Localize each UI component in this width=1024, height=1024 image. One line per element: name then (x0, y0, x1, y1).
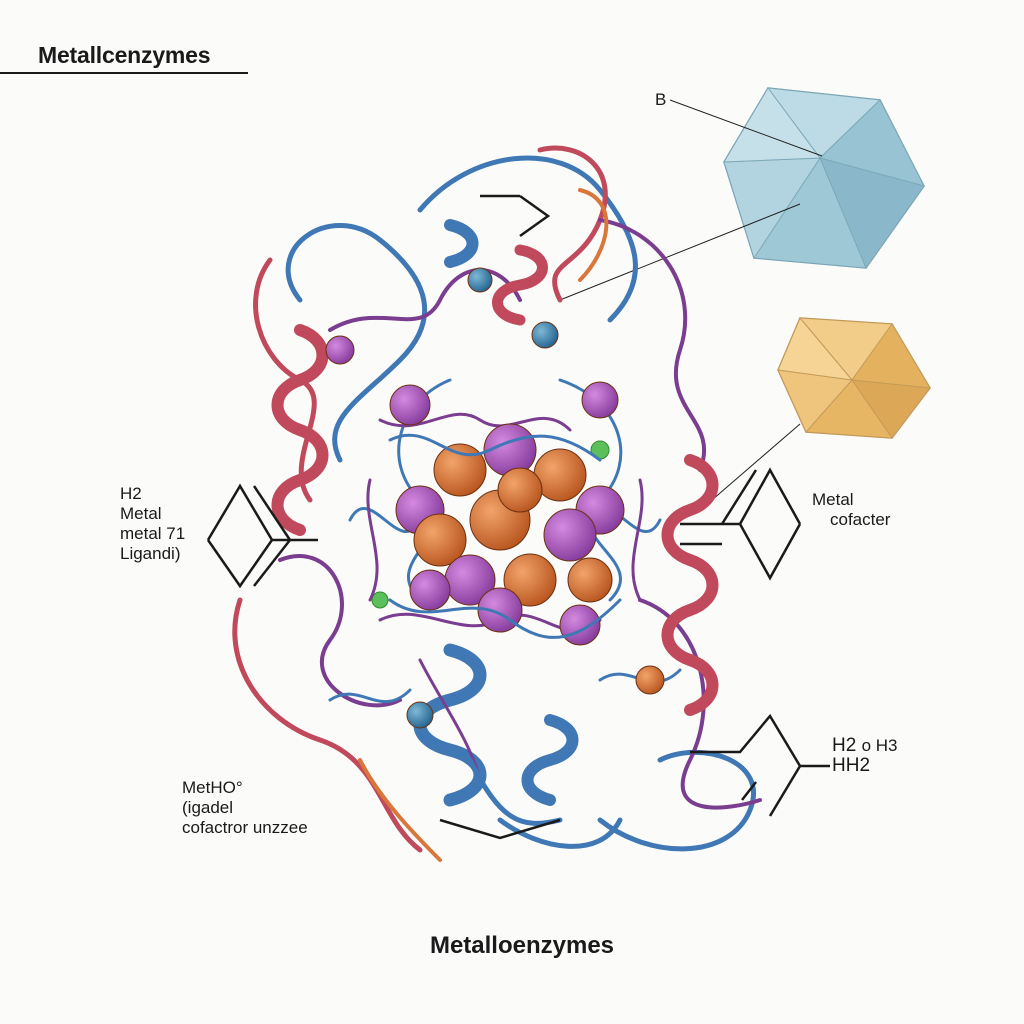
label-left-lower: MetHO° (igadel cofactror unzzee (182, 778, 308, 838)
label-right-middle-line2: cofacter (830, 510, 891, 529)
diagram-caption: Metalloenzymes (429, 932, 615, 959)
label-left-upper-line4: Ligandi) (120, 544, 181, 563)
alpha-helix-blue-top (444, 219, 479, 268)
protein-coils-front (366, 433, 644, 826)
label-left-upper-line1: H2 (120, 484, 142, 503)
label-left-upper-line2: Metal (120, 504, 162, 523)
alpha-helix-red-top (492, 244, 548, 326)
label-right-lower: H2 o H3 HH2 (832, 736, 898, 776)
label-left-lower-line3: cofactror unzzee (182, 818, 308, 837)
title-underline (0, 72, 248, 74)
alpha-helix-red-right (661, 454, 719, 716)
metal-cluster (325, 267, 665, 729)
label-right-lower-hh2: HH2 (832, 755, 871, 776)
diagram-title: Metallcenzymes (38, 42, 211, 68)
label-left-lower-line1: MetHO° (182, 778, 243, 797)
label-left-upper: H2 Metal metal 71 Ligandi) (120, 484, 185, 564)
metal-crystal-blue (723, 87, 925, 270)
label-right-lower-oh3: o H3 (861, 736, 898, 755)
label-right-middle-line1: Metal (812, 490, 854, 509)
ligand-structures (206, 194, 830, 840)
label-left-lower-line2: (igadel (182, 798, 234, 817)
alpha-helix-red-left (271, 324, 329, 536)
metal-crystal-gold (777, 317, 931, 439)
leader-lines (559, 99, 823, 501)
label-right-middle: Metal cofacter (812, 490, 890, 530)
label-right-lower-h2: H2 (832, 735, 857, 756)
alpha-helix-blue-bottom-right (521, 714, 579, 806)
label-b: B (655, 90, 667, 109)
label-left-upper-line3: metal 71 (120, 524, 186, 543)
